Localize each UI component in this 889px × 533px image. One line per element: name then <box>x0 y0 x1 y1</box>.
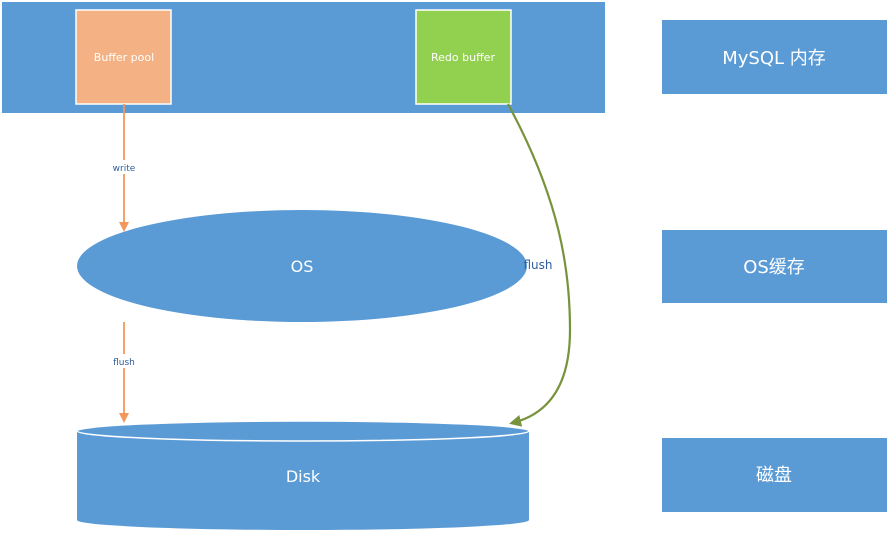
legend-disk-label: 磁盘 <box>756 465 792 486</box>
write-edge: write <box>108 104 140 232</box>
flush-redo-disk-label: flush <box>523 258 552 272</box>
redo-buffer-node: Redo buffer <box>415 9 512 105</box>
legend-os-cache: OS缓存 <box>662 230 887 303</box>
disk-label: Disk <box>286 467 321 486</box>
flush-redo-disk-edge: flush <box>507 103 572 427</box>
os-label: OS <box>291 257 314 276</box>
os-node: OS <box>77 210 527 322</box>
disk-node: Disk <box>76 420 530 530</box>
legend-mysql-memory-label: MySQL 内存 <box>722 48 826 69</box>
redo-buffer-label: Redo buffer <box>431 51 495 64</box>
legend-os-cache-label: OS缓存 <box>743 257 805 278</box>
legend-disk: 磁盘 <box>662 438 887 512</box>
buffer-pool-label: Buffer pool <box>94 51 154 64</box>
flush-os-disk-label: flush <box>113 358 135 368</box>
legend-mysql-memory: MySQL 内存 <box>662 20 887 94</box>
flush-os-disk-edge: flush <box>108 322 140 423</box>
write-edge-label: write <box>113 164 136 174</box>
buffer-pool-node: Buffer pool <box>75 9 172 105</box>
